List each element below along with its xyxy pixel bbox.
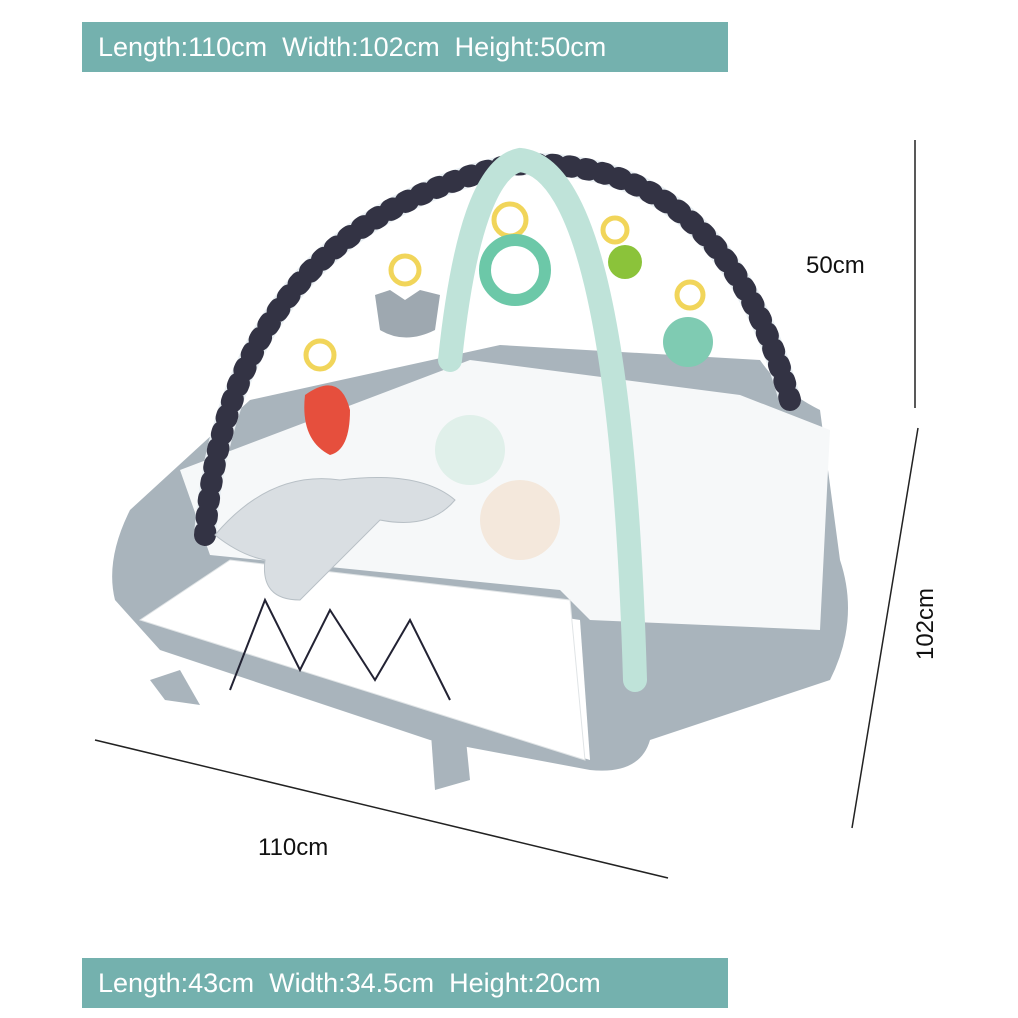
play-gym-arches (194, 147, 801, 692)
height-label: 50cm (806, 252, 865, 279)
width-dimension-line (851, 427, 919, 829)
length-label: 110cm (258, 834, 329, 861)
mat-dimensions-banner: Length:110cm Width:102cm Height:50cm (82, 22, 728, 72)
width-label: 102cm (912, 587, 940, 661)
length-dimension-line (94, 739, 669, 879)
hanging-toys (303, 201, 713, 455)
baby-pillow (214, 477, 456, 601)
pillow-dimensions-banner: Length:43cm Width:34.5cm Height:20cm (82, 958, 728, 1008)
